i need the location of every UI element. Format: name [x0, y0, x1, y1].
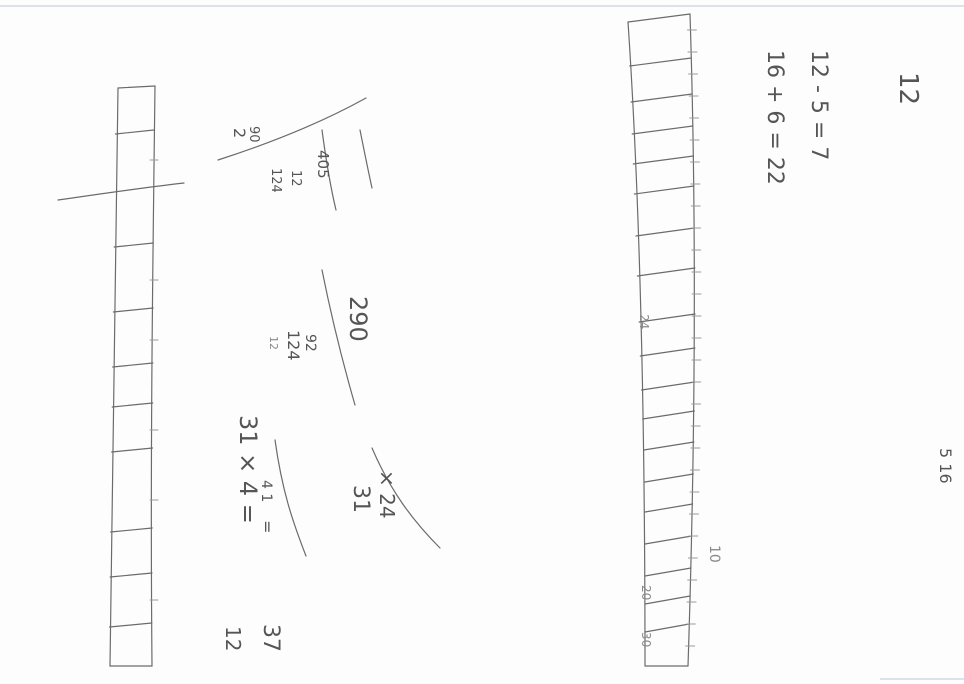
sum-line-2: 16 + 6 = 22: [762, 50, 787, 185]
div-mid-group: 92: [302, 334, 318, 352]
right-strip-divider: [645, 536, 692, 544]
right-strip-divider: [631, 94, 692, 102]
corner-c-group: 405: [314, 150, 332, 179]
mult-arc: [275, 440, 306, 556]
strip-label-lower-group: 20: [639, 585, 653, 600]
right-strip-divider: [645, 568, 691, 576]
mult-stacked-times-group: × 24: [375, 470, 399, 519]
sum-line-1-group: 12 - 5 = 7: [806, 50, 831, 160]
left-strip-cut-line: [58, 183, 184, 200]
left-strip-divider: [110, 623, 152, 627]
corner-c: 405: [314, 150, 332, 179]
mult-equals: =: [258, 520, 277, 533]
div-mid: 92: [302, 334, 318, 352]
right-strip-dividers: [630, 58, 695, 632]
left-strip-divider: [112, 403, 153, 407]
mult-stacked-times: × 24: [375, 470, 399, 519]
left-strip-divider: [115, 130, 153, 134]
left-margin-top-group: 12: [221, 626, 245, 651]
left-margin-top: 12: [221, 626, 245, 651]
strip-label-mid: 24: [637, 314, 651, 329]
corner-b-group: 12: [288, 170, 303, 187]
strip-label-bottom-group: 30: [639, 632, 653, 647]
strip-label-bottom: 30: [639, 632, 653, 647]
right-strip-divider: [634, 186, 694, 194]
mult-problem-group: 31 × 4 =: [234, 415, 262, 524]
right-strip-divider: [636, 228, 695, 236]
page-number-group: 12: [893, 72, 923, 105]
left-strip-divider: [114, 243, 153, 247]
mult-stacked-top-group: 31: [348, 485, 373, 513]
right-strip-divider: [632, 126, 693, 134]
corner-b: 12: [288, 170, 303, 187]
div-bottom-group: 290: [344, 296, 372, 342]
mult-carry: 4 1: [258, 480, 274, 502]
note-right-group: 5 16: [936, 448, 955, 484]
left-strip-divider: [113, 363, 153, 367]
left-strip-divider: [113, 308, 153, 312]
right-strip-divider: [645, 504, 693, 512]
div-bottom: 290: [344, 296, 372, 342]
left-margin-bottom-group: 37: [258, 624, 283, 652]
strip-label-mid-group: 24: [637, 314, 651, 329]
sum-line-1: 12 - 5 = 7: [806, 50, 831, 160]
note-right: 5 16: [936, 448, 955, 484]
right-number-strip: [628, 14, 701, 666]
corner-a-group: 124: [268, 168, 283, 193]
right-strip-divider: [643, 411, 695, 419]
right-strip-divider: [645, 624, 689, 632]
strip-label-lower: 20: [639, 585, 653, 600]
mult-stacked-top: 31: [348, 485, 373, 513]
mult-equals-group: =: [258, 520, 277, 533]
corner-e: 90: [246, 126, 261, 143]
div-small-group: 12: [267, 336, 280, 350]
right-strip-divider: [644, 442, 694, 450]
right-strip-divider: [645, 474, 693, 482]
left-strip-divider: [111, 528, 153, 532]
division-bar-corner-2: [360, 130, 372, 188]
right-strip-divider: [640, 348, 695, 356]
div-top-group: 124: [284, 330, 303, 361]
right-strip-divider: [633, 156, 693, 164]
page-number: 12: [893, 72, 923, 105]
right-strip-divider: [642, 382, 695, 390]
left-margin-bottom: 37: [258, 624, 283, 652]
corner-e-group: 90: [246, 126, 261, 143]
corner-a: 124: [268, 168, 283, 193]
strip-label-low-group: 10: [706, 545, 722, 563]
left-number-strip: [58, 86, 184, 666]
mult-carry-group: 4 1: [258, 480, 274, 502]
strip-label-low: 10: [706, 545, 722, 563]
left-strip-divider: [112, 448, 153, 452]
div-small: 12: [267, 336, 280, 350]
right-strip-divider: [630, 58, 691, 66]
sum-line-2-group: 16 + 6 = 22: [762, 50, 787, 185]
left-strip-divider: [110, 573, 152, 577]
mult-problem: 31 × 4 =: [234, 415, 262, 524]
div-top: 124: [284, 330, 303, 361]
right-strip-divider: [637, 268, 694, 276]
